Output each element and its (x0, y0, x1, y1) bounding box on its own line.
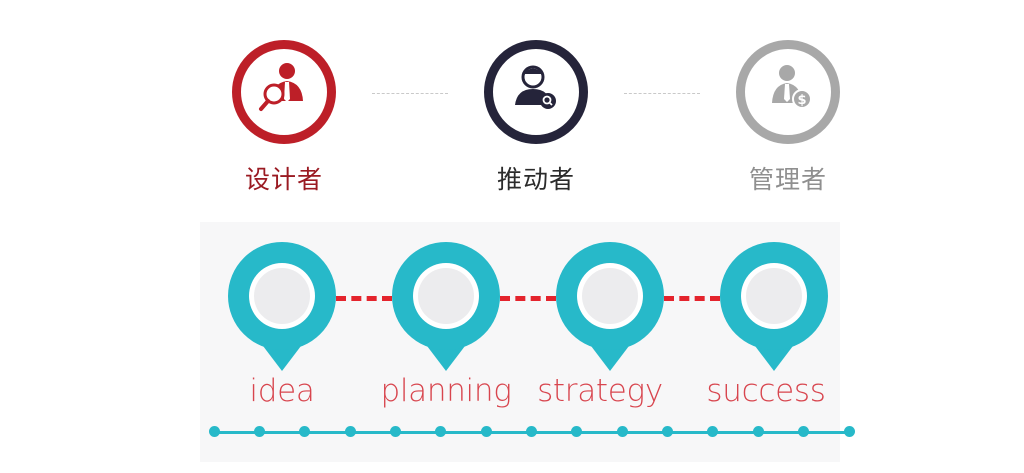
timeline-dot (798, 426, 810, 437)
pin-idea (228, 242, 336, 371)
timeline-dot (752, 426, 764, 437)
timeline-dot (253, 426, 265, 437)
promoter-search-icon (515, 65, 556, 109)
stage-label-strategy: strategy (537, 373, 663, 409)
timeline-dot (526, 426, 537, 437)
timeline-dot (389, 426, 401, 437)
timeline-dot (344, 426, 356, 437)
timeline-dot (662, 426, 674, 437)
svg-text:$: $ (797, 93, 806, 108)
stage-label-planning: planning (380, 373, 512, 409)
stage-connector-1 (336, 296, 392, 301)
timeline-dot (571, 426, 583, 437)
timeline-dot (843, 426, 855, 437)
stage-label-idea: idea (249, 373, 315, 409)
role-designer-circle (232, 40, 336, 144)
role-manager-label: 管理者 (748, 165, 827, 194)
role-designer-label: 设计者 (244, 165, 323, 194)
stage-connector-2 (500, 296, 556, 301)
stage-label-success: success (706, 373, 826, 409)
stage-connector-3 (664, 296, 720, 301)
timeline-dot (435, 426, 447, 437)
timeline-dot (299, 426, 311, 437)
designer-magnifier-icon (259, 63, 303, 111)
role-connector-1 (372, 93, 448, 94)
pin-success (720, 242, 828, 371)
role-promoter-circle (484, 40, 588, 144)
pin-strategy (556, 242, 664, 371)
role-manager-circle: $ (736, 40, 840, 144)
timeline-dot (616, 426, 628, 437)
timeline-dot (707, 426, 719, 437)
timeline-dot (208, 426, 220, 437)
manager-dollar-icon: $ (772, 65, 812, 109)
pin-planning (392, 242, 500, 371)
role-connector-2 (624, 93, 700, 94)
timeline-dot (480, 426, 492, 437)
role-promoter-label: 推动者 (496, 165, 575, 194)
